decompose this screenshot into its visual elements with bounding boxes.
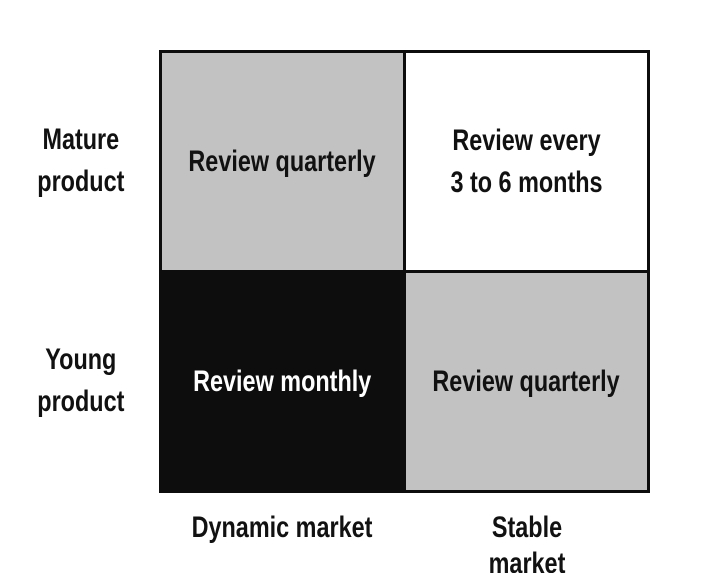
column-label-stable-market: Stable market: [435, 510, 620, 573]
row-label-text: Young product: [37, 343, 125, 418]
column-label-text: Dynamic market: [191, 511, 373, 544]
row-label-young-product: Young product: [10, 339, 152, 423]
row-label-mature-product: Mature product: [10, 119, 152, 203]
row-label-text: Mature product: [37, 123, 125, 198]
column-label-dynamic-market: Dynamic market: [166, 510, 398, 546]
cell-young-dynamic: Review monthly: [162, 273, 403, 490]
cell-young-stable: Review quarterly: [406, 273, 647, 490]
cell-text: Review every 3 to 6 months: [450, 123, 603, 199]
cell-text: Review quarterly: [432, 364, 621, 398]
cell-mature-stable: Review every 3 to 6 months: [406, 53, 647, 270]
cell-text: Review monthly: [193, 364, 372, 398]
cell-text: Review quarterly: [188, 144, 377, 178]
cell-mature-dynamic: Review quarterly: [162, 53, 403, 270]
column-label-text: Stable market: [488, 511, 566, 573]
matrix-grid: Review quarterly Review every 3 to 6 mon…: [159, 50, 650, 493]
